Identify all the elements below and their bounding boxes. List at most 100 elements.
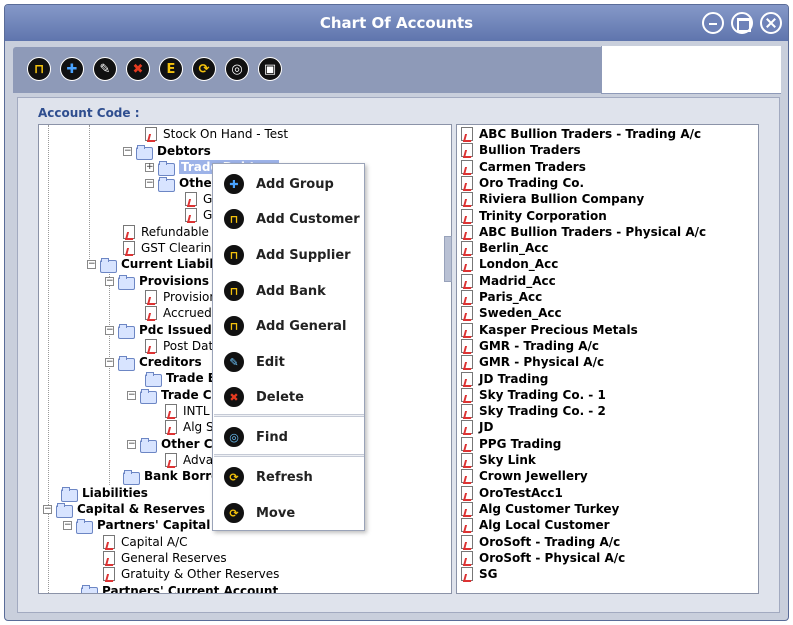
splitter-handle[interactable] — [444, 236, 452, 282]
tree-node[interactable]: Bank Borro — [123, 468, 219, 485]
tree-node[interactable]: Partners' Current Account — [81, 583, 278, 593]
collapse-icon[interactable]: − — [127, 389, 136, 400]
tree-node[interactable]: Post Date — [145, 338, 221, 354]
tree-node[interactable]: −Creditors — [105, 354, 202, 371]
collapse-icon[interactable]: − — [43, 503, 52, 514]
list-item[interactable]: Sky Link — [461, 452, 536, 468]
account-doc-icon — [461, 257, 473, 272]
tree-node[interactable]: −Current Liabiliti — [87, 256, 227, 273]
tree-node[interactable]: General Reserves — [103, 550, 227, 566]
list-item[interactable]: Sky Trading Co. - 2 — [461, 403, 606, 419]
menu-find[interactable]: ◎Find — [223, 425, 288, 449]
list-item[interactable]: ABC Bullion Traders - Physical A/c — [461, 224, 706, 240]
delete-tool[interactable]: ✖ — [126, 57, 150, 81]
save-tool[interactable]: ▣ — [258, 57, 282, 81]
menu-add-customer[interactable]: ⊓Add Customer — [223, 207, 360, 231]
tree-node[interactable]: Refundable — [123, 224, 209, 240]
tree-node[interactable]: −Trade Cr — [127, 387, 218, 404]
tree-node[interactable]: − Debtors — [123, 143, 211, 160]
tree-node[interactable]: Capital A/C — [103, 534, 188, 550]
list-item[interactable]: Riviera Bullion Company — [461, 191, 644, 207]
list-item[interactable]: Sky Trading Co. - 1 — [461, 387, 606, 403]
collapse-icon[interactable]: − — [145, 177, 154, 188]
menu-add-general[interactable]: ⊓Add General — [223, 314, 346, 338]
tree-node[interactable]: Liabilities — [61, 485, 148, 502]
title-bar[interactable]: Chart Of Accounts — [5, 5, 788, 41]
tree-node[interactable]: Gratuity & Other Reserves — [103, 566, 279, 582]
minimize-button[interactable] — [702, 12, 724, 34]
list-item[interactable]: Alg Customer Turkey — [461, 501, 619, 517]
add-customer-tool[interactable]: ⊓ — [27, 57, 51, 81]
tree-node[interactable]: −Partners' Capital A — [63, 517, 224, 534]
list-item[interactable]: GMR - Physical A/c — [461, 354, 604, 370]
tree-node[interactable]: Accrued — [145, 305, 212, 321]
list-item[interactable]: Alg Local Customer — [461, 517, 610, 533]
edit-tool[interactable]: ✎ — [93, 57, 117, 81]
collapse-icon[interactable]: − — [105, 356, 114, 367]
collapse-icon[interactable]: − — [87, 258, 96, 269]
list-item[interactable]: Crown Jewellery — [461, 468, 588, 484]
collapse-icon[interactable]: − — [63, 519, 72, 530]
list-item[interactable]: OroSoft - Trading A/c — [461, 534, 620, 550]
list-item[interactable]: PPG Trading — [461, 436, 561, 452]
refresh-tool[interactable]: ⟳ — [192, 57, 216, 81]
close-button[interactable] — [760, 12, 782, 34]
list-item[interactable]: OroTestAcc1 — [461, 485, 563, 501]
collapse-icon[interactable]: − — [127, 438, 136, 449]
window-controls — [702, 12, 782, 34]
list-item[interactable]: Sweden_Acc — [461, 305, 562, 321]
list-item[interactable]: Bullion Traders — [461, 142, 581, 158]
list-item[interactable]: Carmen Traders — [461, 159, 586, 175]
tree-node[interactable]: −Provisions — [105, 273, 209, 290]
list-item[interactable]: Kasper Precious Metals — [461, 322, 638, 338]
maximize-button[interactable] — [731, 12, 753, 34]
menu-move[interactable]: ⟳Move — [223, 501, 295, 525]
tree-node[interactable]: −Other Cr — [127, 436, 218, 453]
list-item[interactable]: Trinity Corporation — [461, 208, 607, 224]
account-doc-icon — [461, 143, 473, 158]
tree-node[interactable]: −Capital & Reserves — [43, 501, 205, 518]
menu-refresh[interactable]: ⟳Refresh — [223, 465, 313, 489]
tree-node[interactable]: −Pdc Issued — [105, 322, 212, 339]
collapse-icon[interactable]: − — [105, 324, 114, 335]
list-item[interactable]: Berlin_Acc — [461, 240, 549, 256]
refresh-icon: ⟳ — [223, 466, 245, 488]
menu-add-group[interactable]: ✚Add Group — [223, 172, 334, 196]
tree-node[interactable]: Alg S — [165, 419, 214, 435]
list-item[interactable]: SG — [461, 566, 498, 582]
list-item[interactable]: OroSoft - Physical A/c — [461, 550, 625, 566]
tree-node[interactable]: GST Clearin — [123, 240, 211, 256]
list-item[interactable]: JD — [461, 419, 493, 435]
menu-edit[interactable]: ✎Edit — [223, 350, 285, 374]
list-item[interactable]: London_Acc — [461, 256, 558, 272]
find-icon: ◎ — [231, 61, 243, 77]
menu-delete[interactable]: ✖Delete — [223, 385, 304, 409]
menu-add-supplier[interactable]: ⊓Add Supplier — [223, 243, 351, 267]
add-bank-icon: ⊓ — [223, 280, 245, 302]
collapse-icon[interactable]: − — [123, 145, 132, 156]
tree-node[interactable]: Trade Ba — [145, 370, 225, 387]
list-item[interactable]: Madrid_Acc — [461, 273, 556, 289]
account-name: Berlin_Acc — [479, 241, 549, 256]
tree-node[interactable]: INTL — [165, 403, 210, 419]
list-item[interactable]: Paris_Acc — [461, 289, 542, 305]
collapse-icon[interactable]: − — [105, 275, 114, 286]
menu-add-bank[interactable]: ⊓Add Bank — [223, 279, 326, 303]
expand-icon[interactable]: + — [145, 161, 154, 172]
tree-node[interactable]: Provision — [145, 289, 217, 305]
list-item[interactable]: GMR - Trading A/c — [461, 338, 599, 354]
tree-node-label: Debtors — [157, 144, 211, 158]
tree-node[interactable]: Adva — [165, 452, 213, 468]
ledger-tool[interactable]: E — [159, 57, 183, 81]
list-item[interactable]: JD Trading — [461, 371, 548, 387]
list-item[interactable]: Oro Trading Co. — [461, 175, 584, 191]
list-item[interactable]: ABC Bullion Traders - Trading A/c — [461, 126, 701, 142]
folder-icon — [158, 160, 175, 176]
folder-icon — [100, 257, 117, 273]
account-name: Kasper Precious Metals — [479, 322, 638, 337]
find-tool[interactable]: ◎ — [225, 57, 249, 81]
add-group-tool[interactable]: ✚ — [60, 57, 84, 81]
account-name: Alg Local Customer — [479, 518, 610, 533]
tree-node[interactable]: Stock On Hand - Test — [145, 126, 288, 142]
